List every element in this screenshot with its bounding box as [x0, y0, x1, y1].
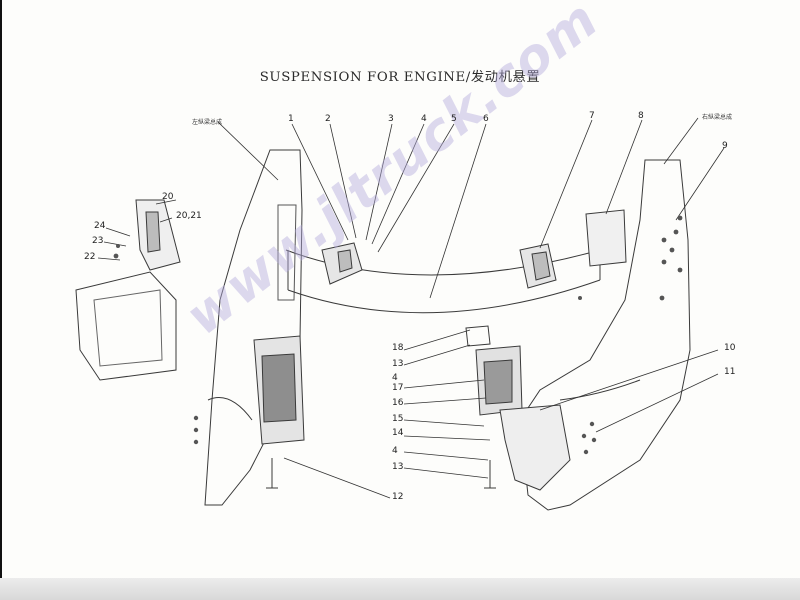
tag-left-frame: 左纵梁总成	[192, 119, 223, 126]
callout-20-21: 20,21	[176, 211, 202, 221]
leader-7	[539, 119, 593, 249]
leader-1	[291, 123, 349, 241]
callout-10: 10	[724, 343, 736, 353]
callout-13-upper: 13	[392, 359, 404, 369]
left-frame-rail	[204, 149, 303, 506]
leader-3	[365, 123, 393, 241]
leader-6	[429, 123, 487, 299]
diagram-title: SUSPENSION FOR ENGINE/发动机悬置	[259, 70, 541, 85]
callout-3: 3	[388, 114, 394, 124]
callout-4: 4	[421, 114, 427, 124]
leader-10	[539, 349, 719, 411]
scan-edge-line	[0, 0, 2, 600]
leader-2	[329, 123, 357, 239]
callout-5: 5	[451, 114, 457, 124]
leader-5	[377, 123, 455, 253]
inset-plate	[75, 271, 177, 381]
callout-12: 12	[392, 492, 404, 502]
leader-8	[605, 119, 643, 215]
callout-2: 2	[325, 114, 331, 124]
callout-8: 8	[638, 111, 644, 121]
bolt-12	[266, 458, 278, 489]
callout-22: 22	[84, 252, 96, 262]
tag-right-frame: 右纵梁总成	[702, 114, 733, 121]
scan-bottom-shadow	[0, 578, 800, 600]
callout-18: 18	[392, 343, 404, 353]
lower-bracket-right	[499, 404, 571, 491]
leader-frame-right	[663, 117, 699, 165]
callout-1: 1	[288, 114, 294, 124]
bolt-13	[484, 460, 496, 489]
callout-14: 14	[392, 428, 404, 438]
callout-13-lower: 13	[392, 462, 404, 472]
leader-9	[675, 147, 725, 221]
callout-11: 11	[724, 367, 736, 377]
callout-20: 20	[162, 192, 174, 202]
crossmember-upper	[285, 249, 601, 276]
leader-frame-left	[217, 121, 279, 181]
callout-6: 6	[483, 114, 489, 124]
callout-16: 16	[392, 398, 404, 408]
callout-23: 23	[92, 236, 104, 246]
crossmember-lower	[287, 279, 601, 314]
left-frame-inner	[207, 397, 253, 421]
callout-24: 24	[94, 221, 106, 231]
leader-12	[283, 457, 391, 499]
callout-9: 9	[722, 141, 728, 151]
callout-4-lower: 4	[392, 446, 398, 456]
leader-4	[371, 123, 425, 245]
leader-11	[595, 373, 719, 433]
callout-15: 15	[392, 414, 404, 424]
right-frame-rail	[519, 159, 691, 511]
callout-17: 17	[392, 383, 404, 393]
callout-4-middle: 4	[392, 373, 398, 383]
callout-7: 7	[589, 111, 595, 121]
